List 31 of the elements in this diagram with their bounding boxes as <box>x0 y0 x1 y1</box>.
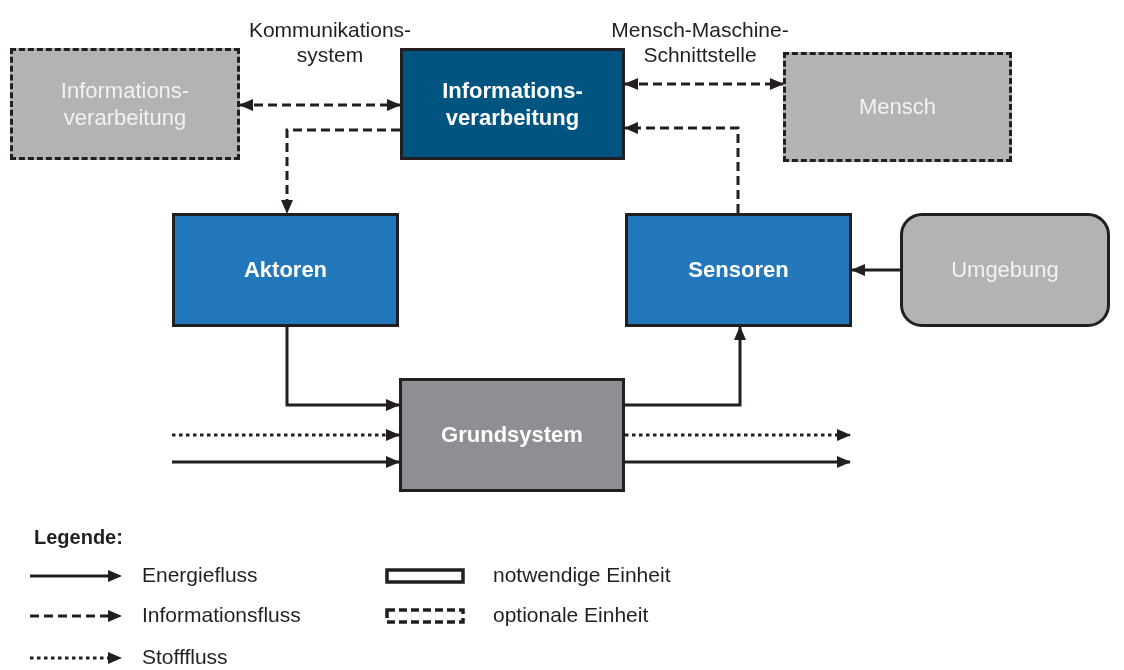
legend-text: Stofffluss <box>142 645 228 669</box>
arrow <box>281 128 400 214</box>
node-label: Aktoren <box>243 256 328 284</box>
optional-unit-box <box>10 48 240 160</box>
node-label: Mensch <box>858 93 936 121</box>
node-label: Grundsystem <box>441 421 583 449</box>
optional-unit-box <box>783 52 1012 162</box>
legend-title: Legende: <box>34 526 123 549</box>
legend-text: Informationsfluss <box>142 603 301 627</box>
process-box <box>172 213 399 327</box>
arrow <box>624 122 740 213</box>
node-label: Informations- verarbeitung <box>441 76 584 132</box>
node-label: Informations- verarbeitung <box>59 76 191 132</box>
node-label: Sensoren <box>688 256 789 284</box>
arrow <box>172 429 400 441</box>
arrow <box>239 99 401 111</box>
arrow <box>851 264 900 276</box>
environment-box <box>900 213 1110 327</box>
node-label: Umgebung <box>951 256 1059 284</box>
arrow <box>624 78 784 90</box>
arrow <box>285 327 400 411</box>
legend-text: Energiefluss <box>142 563 258 587</box>
arrow <box>625 326 746 407</box>
arrow <box>625 429 851 441</box>
legend-text: notwendige Einheit <box>493 563 671 587</box>
legend-text: optionale Einheit <box>493 603 649 627</box>
process-box <box>399 378 625 492</box>
arrow <box>172 456 400 468</box>
arrow <box>625 456 851 468</box>
process-box <box>625 213 852 327</box>
process-box <box>400 48 625 160</box>
